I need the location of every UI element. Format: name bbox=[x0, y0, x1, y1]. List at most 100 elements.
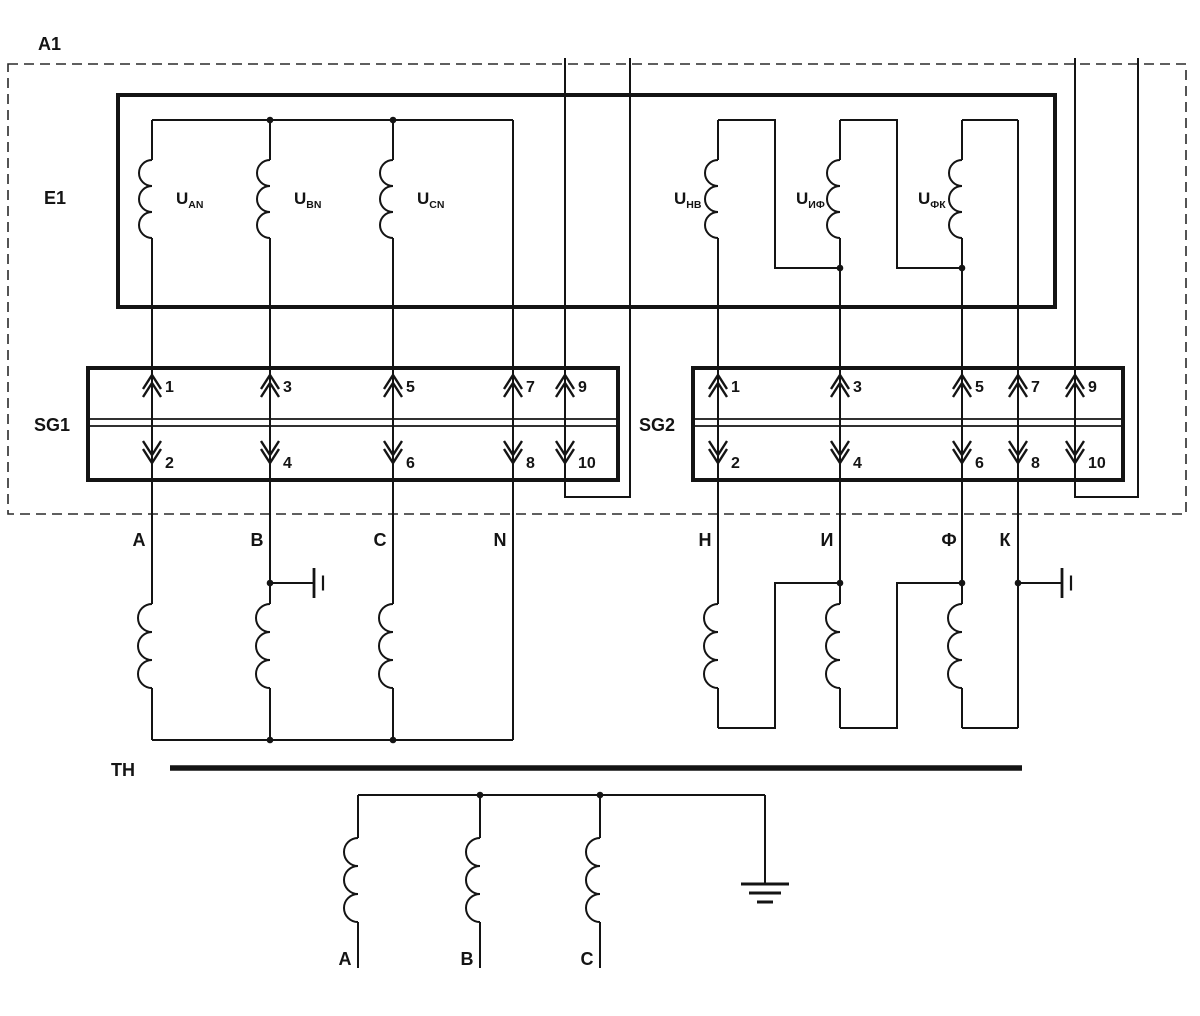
sg1-mating-lines bbox=[88, 418, 618, 427]
junction-dot bbox=[266, 579, 274, 587]
sg1-terminal-8: 8 bbox=[502, 439, 535, 472]
junction-dot bbox=[389, 736, 397, 744]
wire-label-n: N bbox=[494, 530, 507, 550]
coil-icon bbox=[343, 837, 359, 923]
sg2-terminal-9: 9 bbox=[1064, 373, 1097, 399]
winding-ubn-label: UBN bbox=[294, 189, 321, 211]
sg2-terminal-8: 8 bbox=[1007, 439, 1040, 472]
coil-icon bbox=[703, 603, 719, 689]
tn-secondary-coils bbox=[137, 603, 963, 689]
sg1-box bbox=[86, 366, 620, 482]
secondary-wiring bbox=[151, 120, 1062, 741]
sg1-terminal-7: 7 bbox=[502, 373, 535, 399]
coil-icon bbox=[826, 159, 841, 239]
tn-transformer: ТН bbox=[111, 760, 1022, 780]
winding-ufk-label: UФК bbox=[918, 189, 946, 211]
sg2-mating-lines bbox=[693, 418, 1123, 427]
sg2-box bbox=[691, 366, 1125, 482]
terminal-number: 4 bbox=[283, 455, 292, 472]
terminal-number: 1 bbox=[731, 379, 740, 396]
coil-icon bbox=[137, 603, 153, 689]
terminal-number: 7 bbox=[526, 379, 535, 396]
earth-ground-icon bbox=[739, 882, 791, 904]
sg1-terminal-1: 1 bbox=[141, 373, 174, 399]
winding-unv-label: UНВ bbox=[674, 189, 702, 211]
sg1-terminal-9: 9 bbox=[554, 373, 587, 399]
terminal-number: 6 bbox=[406, 455, 415, 472]
sg2-label: SG2 bbox=[639, 415, 675, 435]
winding-ubn: UBN bbox=[256, 159, 321, 239]
terminal-number: 1 bbox=[165, 379, 174, 396]
terminal-number: 2 bbox=[731, 455, 740, 472]
sg1-terminal-2: 2 bbox=[141, 439, 174, 472]
junction-dot bbox=[476, 791, 484, 799]
sg2-terminal-1: 1 bbox=[707, 373, 740, 399]
external-link-wire-left bbox=[564, 58, 631, 498]
a1-module-boundary: A1 bbox=[7, 34, 1187, 515]
coil-icon bbox=[378, 603, 394, 689]
tn-label: ТН bbox=[111, 760, 135, 780]
wire-label-a: A bbox=[133, 530, 146, 550]
sg1-connector: SG1 1 3 5 7 9 2 4 6 8 10 bbox=[34, 366, 620, 482]
e1-measuring-block: E1 UAN UBN UCN UНВ UИФ UФК bbox=[44, 93, 1057, 309]
junction-dot bbox=[958, 579, 966, 587]
chassis-ground-icon-b bbox=[312, 566, 325, 600]
terminal-number: 2 bbox=[165, 455, 174, 472]
e1-label: E1 bbox=[44, 188, 66, 208]
sg2-connector: SG2 1 3 5 7 9 2 4 6 8 10 bbox=[639, 366, 1125, 482]
primary-winding-section: A B C bbox=[339, 794, 791, 969]
junction-dot bbox=[266, 736, 274, 744]
wire-label-f: Ф bbox=[941, 530, 956, 550]
external-link-wire-right bbox=[1074, 58, 1139, 498]
sg1-label: SG1 bbox=[34, 415, 70, 435]
junction-dot bbox=[836, 264, 844, 272]
coil-icon bbox=[256, 159, 271, 239]
junction-dot bbox=[389, 116, 397, 124]
e1-series-links bbox=[718, 119, 1018, 269]
terminal-number: 8 bbox=[1031, 455, 1040, 472]
coil-icon bbox=[704, 159, 719, 239]
terminal-number: 5 bbox=[975, 379, 984, 396]
sg2-terminal-6: 6 bbox=[951, 439, 984, 472]
junction-dot bbox=[836, 579, 844, 587]
terminal-number: 3 bbox=[853, 379, 862, 396]
winding-uan: UAN bbox=[138, 159, 203, 239]
winding-ufk: UФК bbox=[918, 159, 963, 239]
terminal-number: 7 bbox=[1031, 379, 1040, 396]
coil-icon bbox=[379, 159, 394, 239]
terminal-number: 6 bbox=[975, 455, 984, 472]
coil-icon bbox=[138, 159, 153, 239]
junction-dot bbox=[596, 791, 604, 799]
terminal-number: 9 bbox=[1088, 379, 1097, 396]
coil-icon bbox=[465, 837, 481, 923]
winding-uif-label: UИФ bbox=[796, 189, 825, 211]
wire-label-nn: Н bbox=[699, 530, 712, 550]
open-delta-series-links bbox=[718, 582, 1018, 729]
terminal-number: 5 bbox=[406, 379, 415, 396]
sg1-terminal-6: 6 bbox=[382, 439, 415, 472]
sg2-terminal-7: 7 bbox=[1007, 373, 1040, 399]
sg2-terminal-4: 4 bbox=[829, 439, 862, 472]
sg1-terminal-5: 5 bbox=[382, 373, 415, 399]
winding-uif: UИФ bbox=[796, 159, 841, 239]
chassis-ground-icon-k bbox=[1060, 566, 1073, 600]
terminal-number: 10 bbox=[578, 455, 596, 472]
coil-icon bbox=[585, 837, 601, 923]
sg2-terminal-5: 5 bbox=[951, 373, 984, 399]
junction-dots bbox=[266, 116, 1022, 799]
junction-dot bbox=[958, 264, 966, 272]
sg2-terminal-10: 10 bbox=[1064, 439, 1106, 472]
terminal-number: 3 bbox=[283, 379, 292, 396]
terminal-number: 9 bbox=[578, 379, 587, 396]
terminal-number: 4 bbox=[853, 455, 862, 472]
coil-icon bbox=[948, 159, 963, 239]
wire-label-b: B bbox=[251, 530, 264, 550]
secondary-wire-labels: A B C N Н И Ф К bbox=[133, 530, 1012, 550]
sg2-terminal-3: 3 bbox=[829, 373, 862, 399]
terminal-number: 8 bbox=[526, 455, 535, 472]
junction-dot bbox=[1014, 579, 1022, 587]
sg1-terminal-3: 3 bbox=[259, 373, 292, 399]
wire-label-c: C bbox=[374, 530, 387, 550]
